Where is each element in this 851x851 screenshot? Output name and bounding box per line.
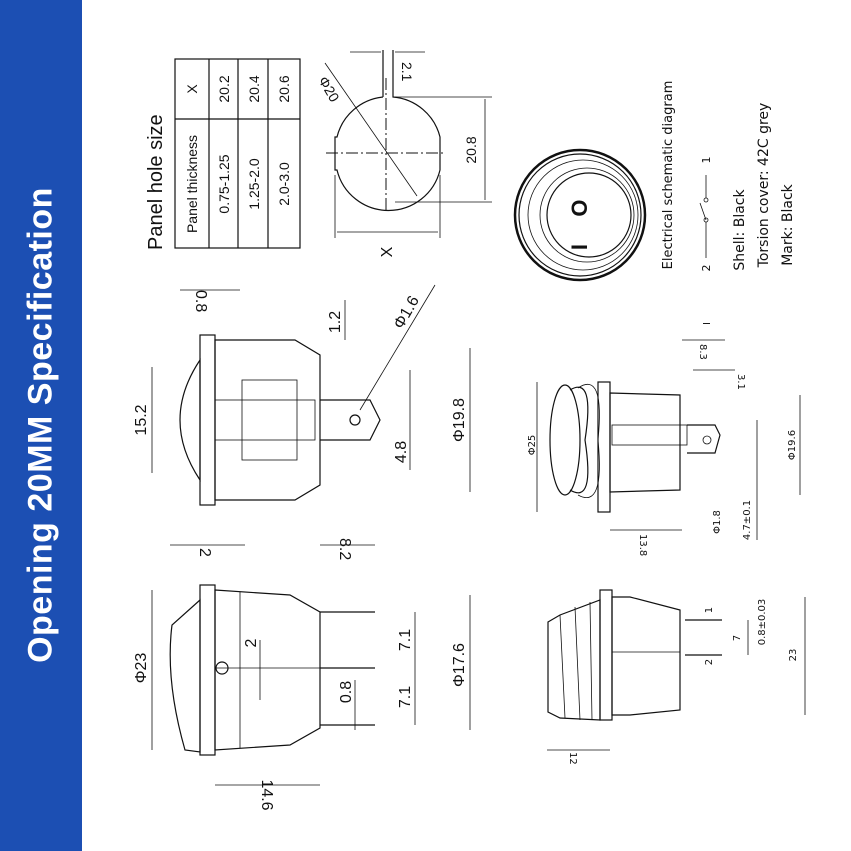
schematic: Electrical schematic diagram 1 2 Shell: … <box>661 81 796 272</box>
spec-mark: Mark: Black <box>780 183 796 265</box>
header-x: X <box>184 84 200 94</box>
front-view: O I <box>513 148 647 282</box>
dim-body: Φ17.6 <box>451 643 468 687</box>
pin-1: 1 <box>704 607 715 613</box>
dim-diameter: Φ23 <box>133 653 150 684</box>
dim-terminal: 4.7±0.1 <box>742 500 753 540</box>
side-view-top: 15.2 0.8 1.2 Φ1.6 4.8 Φ19.8 <box>133 284 471 506</box>
dim-depth: 13.8 <box>637 534 648 556</box>
dim-offset: 1.2 <box>327 311 344 333</box>
title-banner: Opening 20MM Specification <box>0 0 82 851</box>
dim-body: Φ19.8 <box>451 398 468 442</box>
dim-height: 23 <box>788 649 799 662</box>
dim-depth: 14.6 <box>258 779 275 810</box>
dim-body: Φ19.6 <box>787 430 798 460</box>
dim-pin-gap: 2 <box>243 638 260 647</box>
pin-2: 2 <box>704 659 715 665</box>
cell: 1.25-2.0 <box>246 158 262 210</box>
cell: 20.4 <box>246 75 262 102</box>
panel-hole-drawing: Φ20 2.1 20.8 X <box>315 50 492 257</box>
spec-shell: Shell: Black <box>732 189 748 271</box>
dim-terminal: 4.8 <box>393 441 410 463</box>
dim-pin-length: 8.2 <box>336 538 353 560</box>
dim-length: 8.3 <box>697 344 708 360</box>
table-title: Panel hole size <box>145 114 167 250</box>
dim-thickness: 0.8±0.03 <box>757 599 768 646</box>
cell: 20.6 <box>276 75 292 102</box>
dim-height: 20.8 <box>463 136 479 163</box>
spec-cover: Torsion cover: 42C grey <box>756 103 772 269</box>
side-view-right-bottom: 1 2 7 0.8±0.03 23 12 <box>547 589 806 765</box>
pin-label: I <box>700 322 711 325</box>
dim-tab: 2.1 <box>399 62 415 82</box>
off-mark: O <box>567 199 592 216</box>
terminal-2: 2 <box>700 265 713 272</box>
dim-pitch-2: 7.1 <box>397 686 414 708</box>
dim-x: X <box>379 246 396 257</box>
dim-flange: 0.8 <box>192 290 209 312</box>
header-thickness: Panel thickness <box>184 135 200 233</box>
dim-hole: Φ1.8 <box>712 510 723 534</box>
dim-offset: 3.1 <box>735 374 746 390</box>
side-view-bottom: Φ23 2 8.2 2 0.8 7.1 7.1 Φ17.6 14.6 <box>133 538 471 811</box>
side-view-right-top: Φ25 Φ19.6 8.3 3.1 I Φ1.8 4.7±0.1 13.8 <box>527 322 801 556</box>
cell: 0.75-1.25 <box>216 154 232 213</box>
cell: 2.0-3.0 <box>276 162 292 206</box>
dim-pin-thickness: 0.8 <box>338 681 355 703</box>
schematic-title: Electrical schematic diagram <box>661 81 676 270</box>
terminal-1: 1 <box>700 157 713 164</box>
cell: 20.2 <box>216 75 232 102</box>
dim-diameter: Φ25 <box>527 435 538 456</box>
on-mark: I <box>567 244 592 250</box>
dim-flange: 2 <box>196 548 213 557</box>
dim-pitch: 7 <box>732 635 743 641</box>
panel-hole-table: Panel hole size X Panel thickness 20.2 0… <box>145 58 301 250</box>
dim-pitch-1: 7.1 <box>397 629 414 651</box>
dim-cap: 12 <box>567 752 578 765</box>
dim-diameter: Φ20 <box>315 74 342 105</box>
dim-height: 15.2 <box>133 404 150 435</box>
